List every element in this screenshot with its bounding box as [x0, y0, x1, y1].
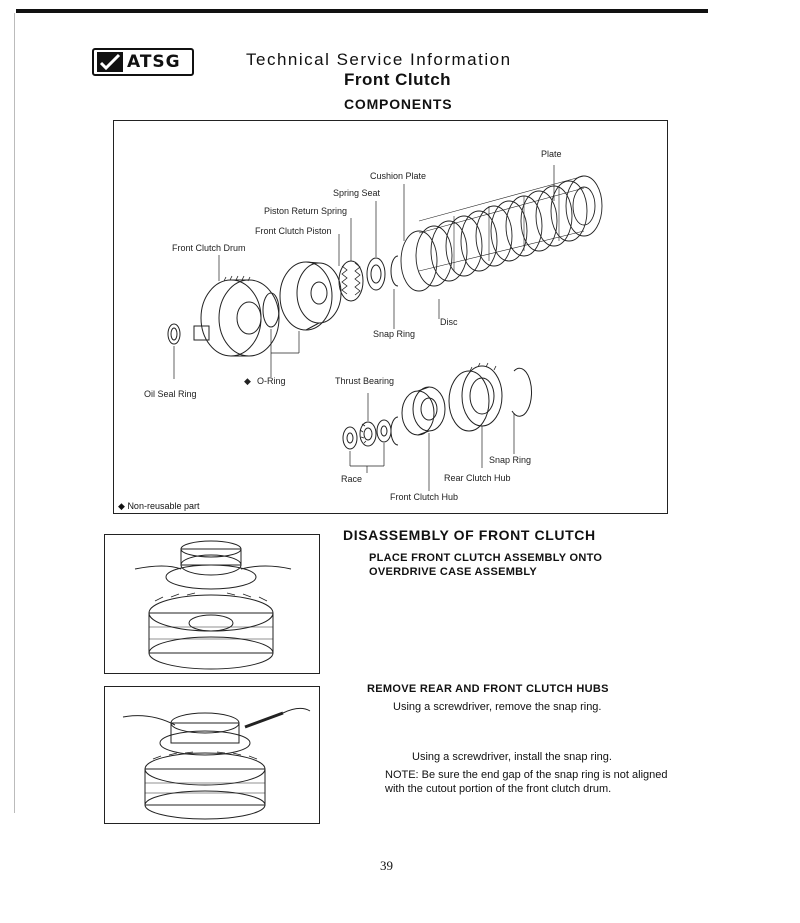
front-clutch-piston-shape [279, 261, 342, 331]
label-race: Race [341, 474, 362, 484]
section-heading: COMPONENTS [344, 96, 453, 112]
step1-instruction: PLACE FRONT CLUTCH ASSEMBLY ONTO OVERDRI… [369, 551, 602, 579]
large-snap-ring-shape [511, 367, 532, 417]
rear-clutch-hub-shape [448, 362, 503, 432]
step2-heading: REMOVE REAR AND FRONT CLUTCH HUBS [367, 683, 609, 695]
exploded-view-drawing: Plate Cushion Plate Spring Seat Piston R… [144, 149, 603, 502]
label-disc: Disc [440, 317, 458, 327]
label-spring-seat: Spring Seat [333, 188, 381, 198]
label-front-clutch-piston: Front Clutch Piston [255, 226, 332, 236]
label-plate: Plate [541, 149, 562, 159]
note-text: NOTE: Be sure the end gap of the snap ri… [385, 769, 668, 795]
label-cushion-plate: Cushion Plate [370, 171, 426, 181]
label-snap-ring-upper: Snap Ring [373, 329, 415, 339]
top-rule [16, 9, 708, 13]
label-oil-seal-ring: Oil Seal Ring [144, 389, 197, 399]
snap-ring-shape [390, 255, 399, 287]
page-subtitle: Front Clutch [344, 70, 452, 89]
label-snap-ring-lower: Snap Ring [489, 455, 531, 465]
step1-line2: OVERDRIVE CASE ASSEMBLY [369, 566, 538, 578]
label-front-clutch-drum: Front Clutch Drum [172, 243, 246, 253]
photo-remove-snap-ring [104, 686, 320, 824]
thrust-bearing-shape [359, 421, 377, 447]
atsg-logo: ATSG [92, 48, 194, 76]
label-piston-return-spring: Piston Return Spring [264, 206, 347, 216]
o-ring-marker-icon: ◆ [244, 376, 251, 386]
left-margin-line [14, 13, 15, 813]
logo-text: ATSG [127, 52, 181, 72]
label-o-ring: O-Ring [257, 376, 286, 386]
clutch-pack-shape [400, 175, 603, 292]
step1-line1: PLACE FRONT CLUTCH ASSEMBLY ONTO [369, 552, 603, 564]
o-ring-shape [262, 292, 280, 328]
spring-seat-shape [366, 257, 386, 291]
front-clutch-hub-shape [401, 386, 446, 436]
diamond-icon: ◆ [118, 501, 125, 511]
label-front-clutch-hub: Front Clutch Hub [390, 492, 458, 502]
checkmark-icon [97, 52, 123, 72]
components-diagram: Plate Cushion Plate Spring Seat Piston R… [113, 120, 668, 514]
photo-clutch-on-case [104, 534, 320, 674]
non-reusable-footnote: ◆ Non-reusable part [118, 501, 199, 512]
footnote-text: Non-reusable part [127, 501, 200, 511]
label-rear-clutch-hub: Rear Clutch Hub [444, 473, 511, 483]
front-clutch-drum-shape [193, 275, 280, 357]
piston-return-spring-shape [338, 260, 364, 302]
small-snap-ring-shape [390, 416, 399, 446]
step2-text: Using a screwdriver, remove the snap rin… [393, 701, 602, 713]
install-text: Using a screwdriver, install the snap ri… [412, 751, 612, 763]
oil-seal-ring-shape [167, 323, 181, 345]
disassembly-heading: DISASSEMBLY OF FRONT CLUTCH [343, 527, 596, 543]
page-title: Technical Service Information [246, 50, 512, 69]
label-thrust-bearing: Thrust Bearing [335, 376, 394, 386]
page-number: 39 [380, 858, 393, 873]
